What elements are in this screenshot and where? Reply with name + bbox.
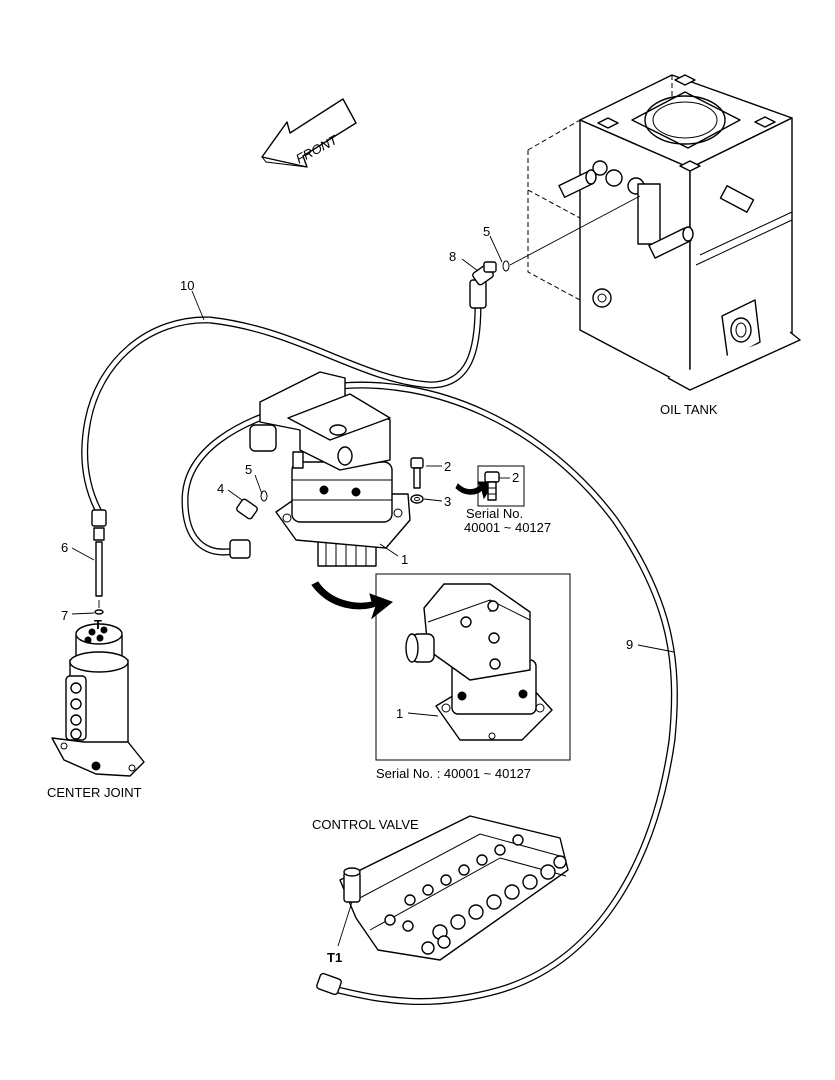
callout-9: 9: [626, 637, 633, 652]
hose-motor-loop: [181, 401, 304, 556]
center-joint-port-label: T: [94, 617, 102, 632]
callout-8: 8: [449, 249, 456, 264]
elbow-fitting-8: [469, 195, 641, 309]
callout-7: 7: [61, 608, 68, 623]
center-joint-label: CENTER JOINT: [47, 785, 142, 800]
callout-1: 1: [401, 552, 408, 567]
control-valve: [337, 815, 569, 961]
callout-5-mid: 5: [245, 462, 252, 477]
detail-small-part: 2: [512, 470, 519, 485]
callout-6: 6: [61, 540, 68, 555]
detail-large-serial: Serial No. : 40001 ~ 40127: [376, 766, 531, 781]
callouts: 10 5 8 5 4 2 3 1 6 7 9: [61, 224, 675, 653]
swing-motor: [229, 371, 424, 567]
detail-pointer-large: [311, 581, 394, 620]
control-valve-label: CONTROL VALVE: [312, 817, 419, 832]
control-valve-spools: [384, 834, 567, 955]
detail-box-bolt: 2 Serial No. 40001 ~ 40127: [464, 465, 551, 535]
center-joint: [51, 623, 145, 777]
hose-10: [81, 301, 482, 514]
callout-2: 2: [444, 459, 451, 474]
detail-large-part: 1: [396, 706, 403, 721]
control-valve-port-label: T1: [327, 950, 342, 965]
detail-small-serial-line2: 40001 ~ 40127: [464, 520, 551, 535]
callout-4: 4: [217, 481, 224, 496]
detail-box-motor: 1 Serial No. : 40001 ~ 40127: [375, 573, 571, 781]
callout-10: 10: [180, 278, 194, 293]
front-arrow: FRONT: [261, 98, 357, 168]
hose-9: [316, 381, 678, 1005]
detail-small-serial-line1: Serial No.: [466, 506, 523, 521]
adapter-6: [91, 509, 107, 615]
callout-3: 3: [444, 494, 451, 509]
callout-5-top: 5: [483, 224, 490, 239]
oil-tank: [527, 74, 801, 391]
oil-tank-label: OIL TANK: [660, 402, 718, 417]
